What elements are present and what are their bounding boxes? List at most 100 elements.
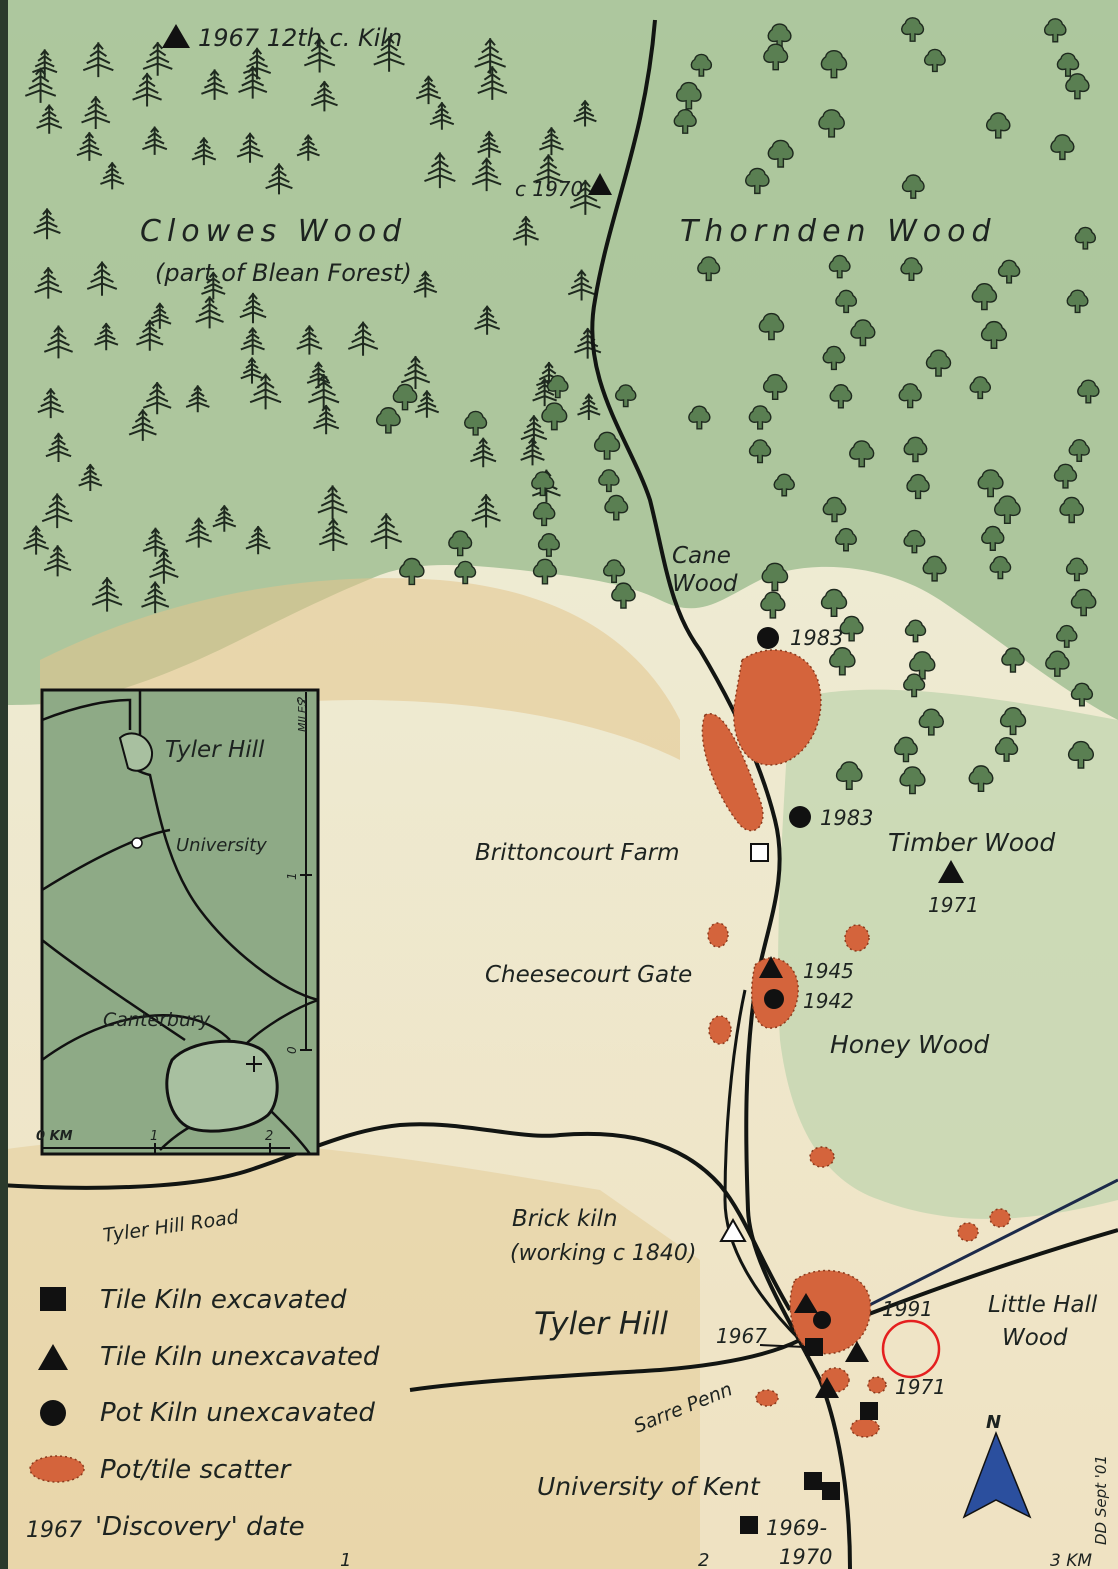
legend-pot-unexcavated: Pot Kiln unexcavated (100, 1398, 375, 1428)
deciduous-tree-icon (1065, 73, 1090, 100)
conifer-tree-icon (347, 321, 379, 356)
kiln-12c-label: 1967 12th c. Kiln (198, 24, 402, 52)
thornden-wood-label: Thornden Wood (680, 214, 997, 249)
deciduous-tree-icon (748, 439, 772, 464)
deciduous-tree-icon (763, 43, 789, 71)
inset-road-9 (269, 1109, 312, 1155)
scatter-gate-2 (844, 924, 870, 952)
deciduous-tree-icon (1050, 134, 1075, 161)
tile-kiln-unexcavated-1970 (588, 173, 612, 195)
minor-lane (723, 989, 802, 1342)
scale-tick-2: 2 (698, 1550, 709, 1569)
timber-1971-label: 1971 (928, 893, 979, 917)
conifer-tree-icon (76, 131, 103, 161)
conifer-tree-icon (318, 518, 348, 551)
pot-kiln-1942 (764, 989, 784, 1009)
deciduous-tree-icon (818, 109, 845, 138)
deciduous-tree-icon (829, 647, 856, 676)
deciduous-tree-icon (748, 405, 772, 430)
deciduous-tree-icon (1070, 588, 1097, 617)
inset-miles-label: MILES (296, 699, 309, 732)
conifer-tree-icon (533, 154, 564, 190)
conifer-tree-icon (308, 373, 340, 410)
deciduous-tree-icon (1043, 18, 1067, 43)
highlight-circle (881, 1319, 941, 1379)
inset-cross-marker (246, 1056, 262, 1072)
conifer-tree-icon (212, 504, 237, 532)
conifer-tree-icon (41, 493, 73, 529)
conifer-tree-icon (429, 101, 455, 130)
pot-kiln-hill (813, 1311, 831, 1329)
deciduous-tree-icon (1077, 379, 1100, 404)
conifer-tree-icon (303, 36, 336, 73)
hill-1991-label: 1991 (882, 1297, 933, 1321)
deciduous-tree-icon (532, 501, 556, 527)
tile-kiln-excavated-univ-2 (822, 1482, 840, 1500)
tile-kiln-unexcavated-1971 (938, 860, 964, 883)
inset-road-5 (41, 939, 186, 1042)
conifer-tree-icon (142, 381, 172, 415)
conifer-tree-icon (240, 327, 265, 355)
deciduous-tree-icon (994, 495, 1021, 525)
hill-1967-label: 1967 (716, 1324, 767, 1348)
pointer-1967 (759, 1344, 806, 1348)
deciduous-tree-icon (997, 259, 1021, 284)
conifer-tree-icon (33, 208, 61, 240)
scale-tick-3km: 3 KM (1050, 1551, 1092, 1569)
conifer-tree-icon (415, 75, 442, 105)
deciduous-tree-icon (835, 761, 863, 790)
inset-university-marker (131, 837, 143, 849)
deciduous-tree-icon (820, 49, 848, 79)
deciduous-tree-icon (822, 496, 847, 523)
deciduous-tree-icon (399, 557, 425, 586)
scatter-1983-north (733, 649, 822, 766)
scatter-south-4 (850, 1418, 880, 1438)
conifer-tree-icon (532, 377, 558, 407)
north-arrow-label: N (986, 1412, 1001, 1433)
woodland-wash-east (778, 689, 1118, 1219)
deciduous-tree-icon (1067, 740, 1094, 769)
hill-1971-label: 1971 (895, 1375, 946, 1399)
deciduous-tree-icon (1068, 439, 1090, 462)
field-stain-south (0, 1139, 700, 1569)
scatter-gate-3 (708, 1015, 732, 1045)
deciduous-tree-icon (762, 373, 788, 401)
deciduous-tree-icon (375, 407, 401, 434)
cheesecourt-gate-label: Cheesecourt Gate (485, 962, 692, 988)
deciduous-tree-icon (903, 436, 928, 463)
scatter-east-2 (989, 1208, 1011, 1228)
conifer-tree-icon (265, 163, 293, 195)
deciduous-tree-icon (850, 319, 876, 347)
conifer-tree-icon (201, 69, 229, 100)
conifer-tree-icon (142, 41, 173, 76)
deciduous-tree-icon (758, 312, 785, 341)
tile-kiln-excavated-univ-1 (804, 1472, 822, 1490)
conifer-tree-icon (306, 361, 331, 389)
deciduous-tree-icon (1059, 496, 1084, 524)
scatter-gate-1 (707, 922, 729, 948)
deciduous-tree-icon (1070, 682, 1094, 707)
conifer-tree-icon (128, 409, 157, 441)
legend-discovery-year: 1967 (26, 1518, 82, 1543)
deciduous-tree-icon (1045, 650, 1070, 677)
conifer-tree-icon (142, 527, 169, 557)
conifer-tree-icon (91, 576, 123, 612)
deciduous-tree-icon (900, 257, 923, 282)
deciduous-tree-icon (849, 440, 875, 468)
deciduous-tree-icon (994, 736, 1019, 762)
inset-road-6 (244, 998, 319, 1046)
conifer-trees (23, 36, 602, 614)
conifer-tree-icon (512, 215, 539, 246)
conifer-tree-icon (43, 325, 73, 359)
legend-tile-excavated: Tile Kiln excavated (100, 1285, 347, 1315)
deciduous-tree-icon (898, 383, 922, 409)
brittoncourt-farm-symbol (750, 843, 769, 862)
credit-label: DD Sept '01 (1092, 1455, 1110, 1545)
scatter-strip (701, 713, 764, 832)
tile-kiln-unexcavated-12c (162, 24, 190, 48)
conifer-tree-icon (32, 48, 58, 78)
deciduous-tree-icon (767, 23, 792, 50)
cane-wood-label-1: Cane (672, 543, 731, 569)
timber-wood-label: Timber Wood (888, 828, 1055, 857)
deciduous-tree-icon (985, 112, 1011, 139)
